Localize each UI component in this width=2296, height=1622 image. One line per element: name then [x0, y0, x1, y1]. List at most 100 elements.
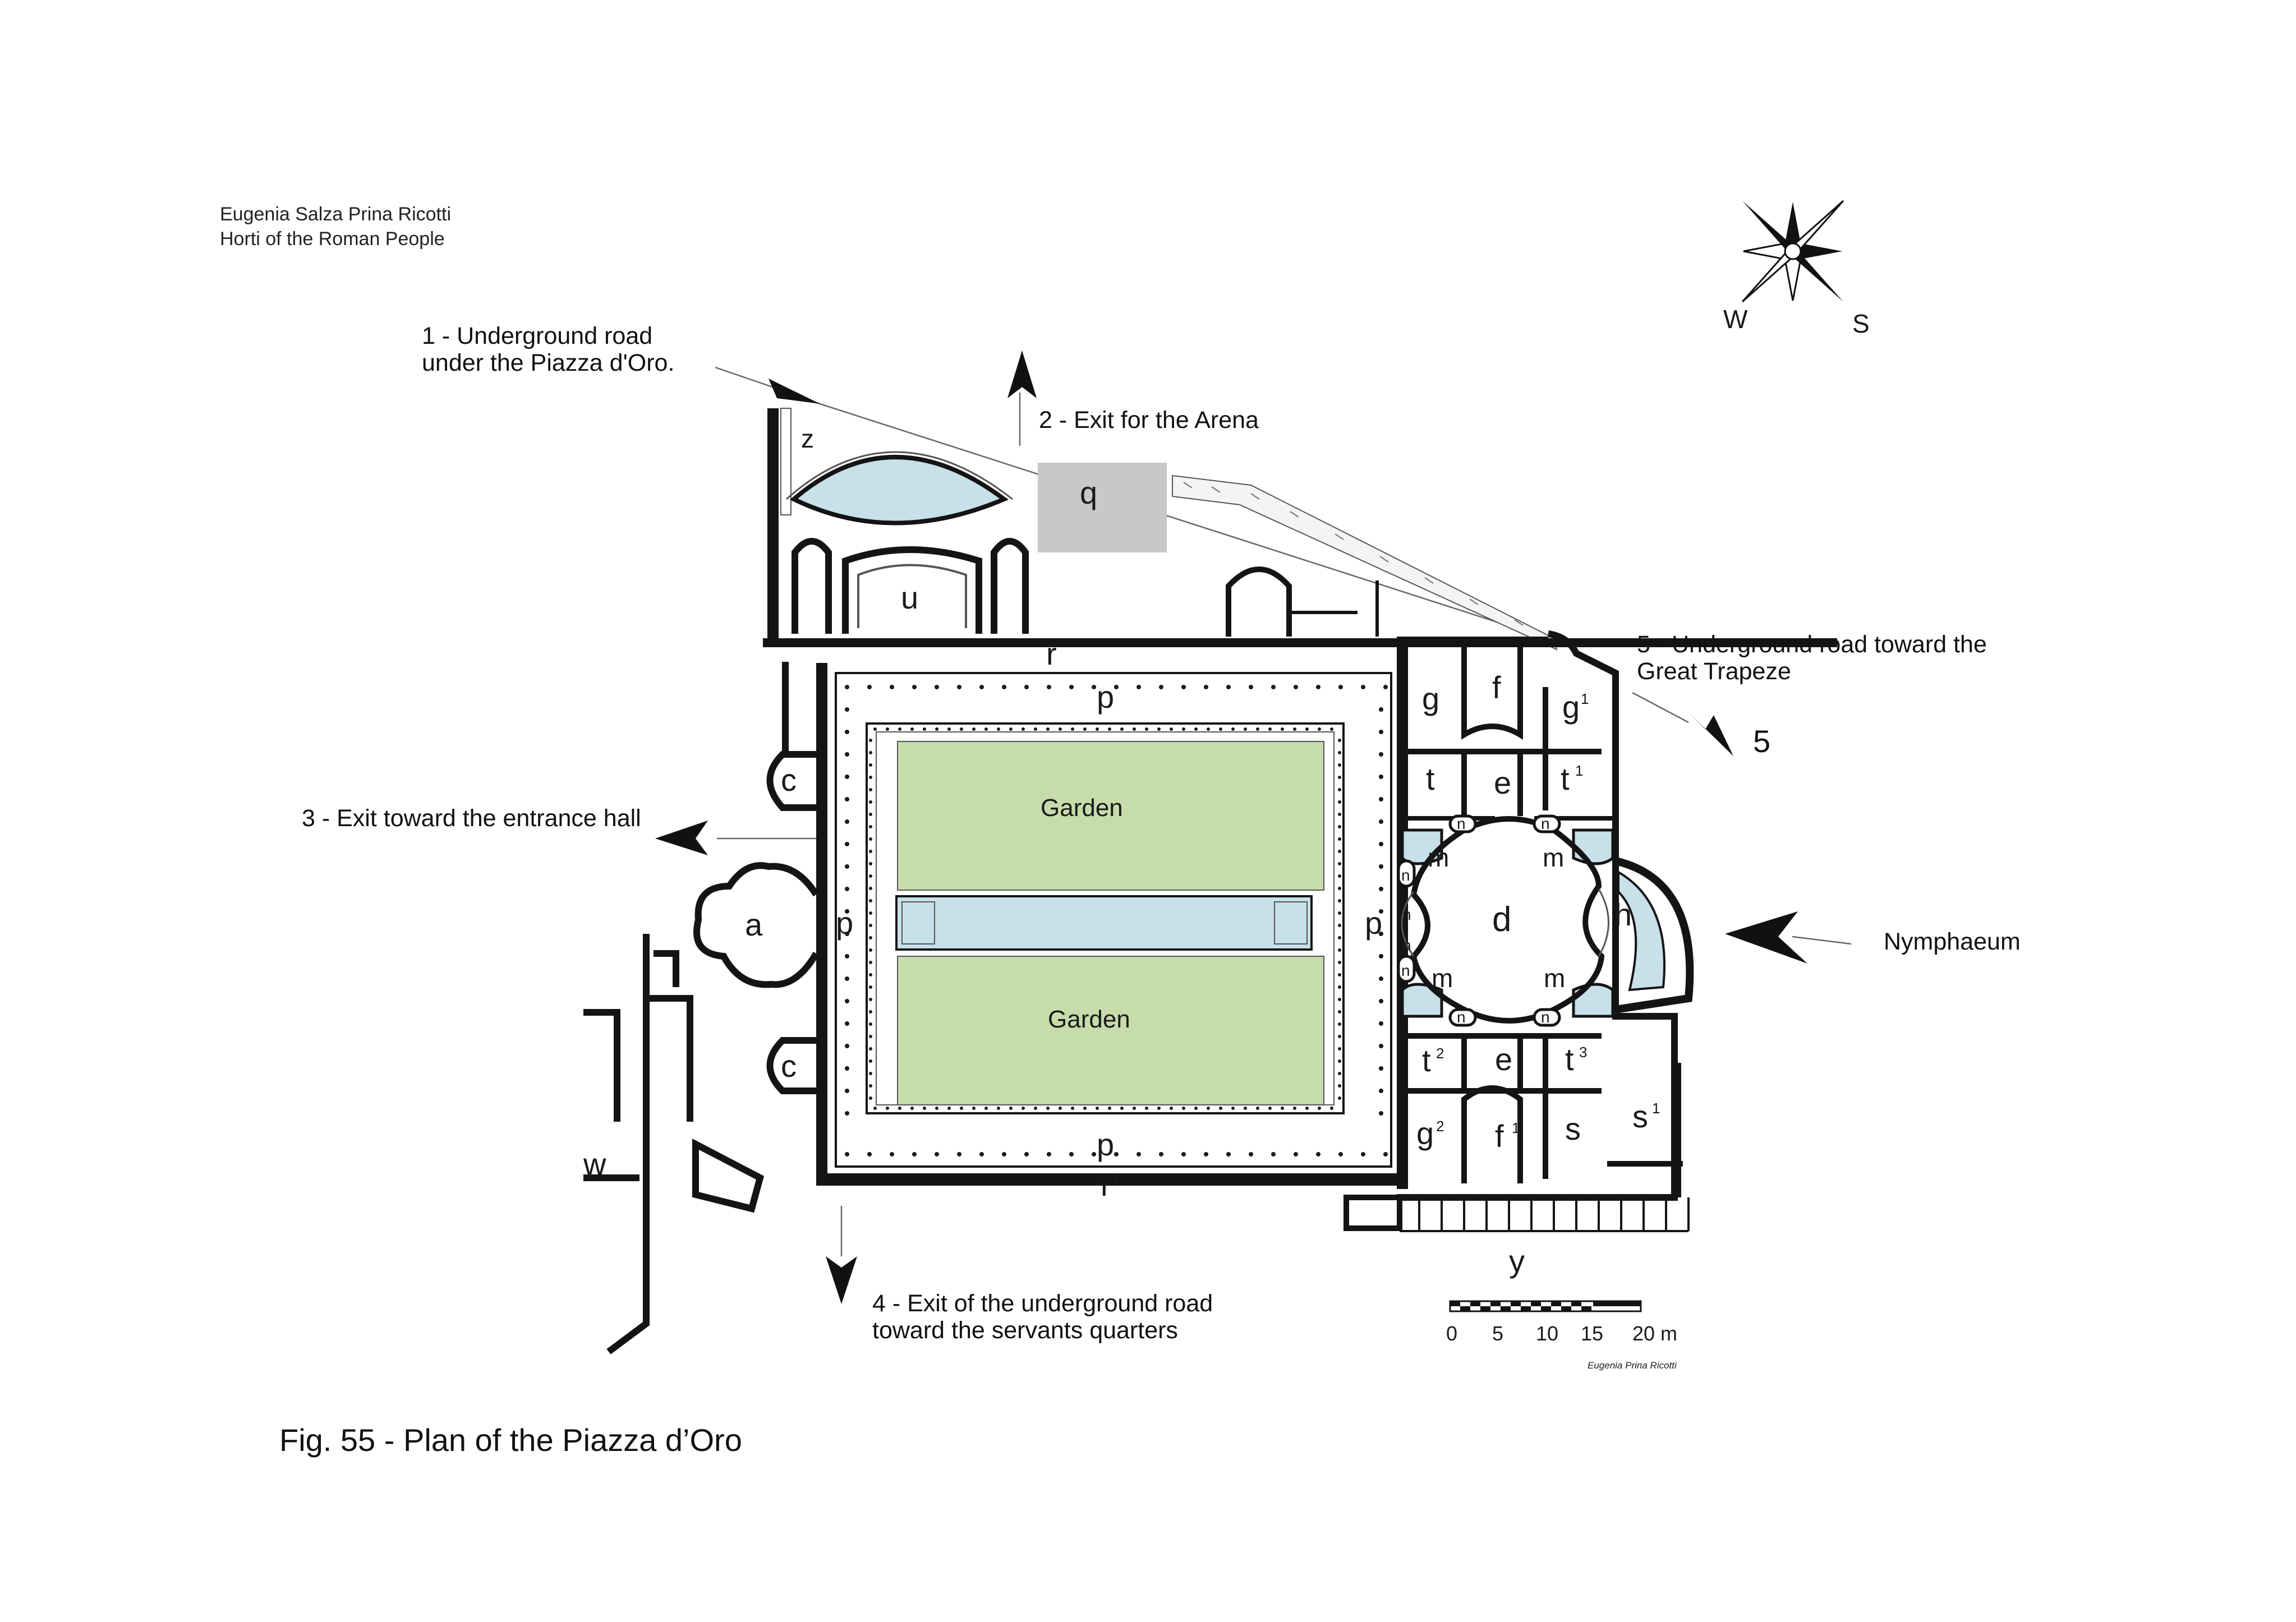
- sup-g2: 2: [1436, 1118, 1444, 1135]
- column-dot: [935, 1152, 939, 1156]
- column-dot: [845, 685, 849, 689]
- column-dot: [910, 1107, 914, 1110]
- column-dot: [1170, 727, 1173, 731]
- column-dot: [1204, 1152, 1208, 1156]
- column-dot: [1244, 727, 1247, 731]
- number-five-label: 5: [1753, 724, 1771, 759]
- scale-tick-label: 5: [1492, 1322, 1503, 1345]
- sup-g1: 1: [1581, 690, 1589, 707]
- column-dot: [845, 909, 849, 914]
- column-dot: [845, 819, 849, 824]
- column-dot: [1231, 1107, 1235, 1110]
- column-dot: [845, 1089, 849, 1093]
- column-dot: [867, 1152, 872, 1156]
- column-dot: [1293, 1107, 1296, 1110]
- figure-caption: Fig. 55 - Plan of the Piazza d’Oro: [279, 1422, 742, 1458]
- column-dot: [898, 727, 901, 731]
- column-dot: [869, 948, 872, 952]
- column-dot: [845, 864, 849, 869]
- column-dot: [1379, 864, 1383, 869]
- column-dot: [1219, 1107, 1222, 1110]
- letter-r1: r: [1101, 1167, 1111, 1202]
- scale-check: [1511, 1301, 1521, 1306]
- column-dot: [869, 1096, 872, 1100]
- column-dot: [1338, 685, 1343, 689]
- column-dot: [1182, 1107, 1185, 1110]
- column-dot: [1281, 727, 1284, 731]
- column-dot: [1249, 685, 1253, 689]
- column-dot: [1379, 1021, 1383, 1026]
- letter-y: y: [1509, 1243, 1525, 1279]
- column-dot: [1338, 751, 1341, 754]
- column-dot: [845, 999, 849, 1003]
- scale-check: [1581, 1306, 1591, 1311]
- scale-check: [1490, 1301, 1501, 1306]
- column-dot: [1024, 685, 1029, 689]
- column-dot: [1338, 1022, 1341, 1026]
- letter-d: d: [1492, 900, 1511, 939]
- column-dot: [1338, 739, 1341, 742]
- column-dot: [1316, 1152, 1320, 1156]
- arrow-5-icon: [1688, 712, 1733, 756]
- scale-check: [1450, 1301, 1460, 1306]
- column-dot: [1047, 685, 1051, 689]
- column-dot: [1305, 1107, 1309, 1110]
- column-dot: [935, 685, 939, 689]
- sup-t3: 3: [1579, 1044, 1587, 1061]
- note-3: 3 - Exit toward the entrance hall: [302, 805, 641, 832]
- sup-t1: 1: [1575, 762, 1583, 779]
- scale-check: [1561, 1306, 1571, 1311]
- garden-bed-top: [897, 741, 1324, 891]
- column-dot: [1133, 727, 1136, 731]
- column-dot: [1338, 1059, 1341, 1063]
- column-dot: [1120, 727, 1124, 731]
- letter-h: h: [1614, 897, 1632, 932]
- column-dot: [1009, 727, 1013, 731]
- letter-u: u: [901, 580, 918, 615]
- note-5-line1: 5 - Underground road toward the: [1637, 631, 1987, 658]
- sup-t2: 2: [1436, 1045, 1444, 1062]
- scale-tick-label: 20 m: [1632, 1322, 1677, 1345]
- note-2: 2 - Exit for the Arena: [1039, 407, 1259, 434]
- column-dot: [1379, 752, 1383, 757]
- column-dot: [1268, 727, 1272, 731]
- column-dot: [1159, 685, 1163, 689]
- column-dot: [997, 1107, 1000, 1110]
- column-dot: [1114, 1152, 1119, 1156]
- column-dot: [1379, 887, 1383, 891]
- column-dot: [1379, 1089, 1383, 1093]
- note-4: 4 - Exit of the underground road toward …: [872, 1290, 1213, 1344]
- column-dot: [845, 1152, 849, 1156]
- column-dot: [1338, 1152, 1343, 1156]
- column-dot: [1338, 973, 1341, 976]
- column-dot: [1083, 1107, 1087, 1110]
- scale-tick-label: 15: [1581, 1322, 1603, 1345]
- column-dot: [997, 727, 1000, 731]
- column-dot: [1207, 727, 1210, 731]
- column-dot: [869, 887, 872, 890]
- column-dot: [1170, 1107, 1173, 1110]
- column-dot: [1379, 909, 1383, 914]
- scale-check: [1551, 1301, 1561, 1306]
- column-dot: [869, 1059, 872, 1063]
- column-dot: [1379, 1044, 1383, 1048]
- column-dot: [912, 685, 917, 689]
- column-dot: [1338, 887, 1341, 890]
- letter-a: a: [745, 907, 763, 942]
- column-dot: [1024, 1152, 1029, 1156]
- column-dot: [869, 1022, 872, 1026]
- scale-check: [1521, 1306, 1531, 1311]
- column-dot: [869, 1084, 872, 1088]
- column-dot: [845, 976, 849, 981]
- garden-label-top: Garden: [1041, 794, 1123, 822]
- column-dot: [960, 1107, 963, 1110]
- column-dot: [1338, 948, 1341, 952]
- column-dot: [869, 751, 872, 754]
- west-wing: [583, 662, 820, 1354]
- column-dot: [1034, 1107, 1037, 1110]
- column-dot: [1379, 932, 1383, 936]
- letter-n1: n: [1457, 815, 1466, 832]
- column-dot: [923, 727, 926, 731]
- letter-g: g: [1422, 681, 1439, 716]
